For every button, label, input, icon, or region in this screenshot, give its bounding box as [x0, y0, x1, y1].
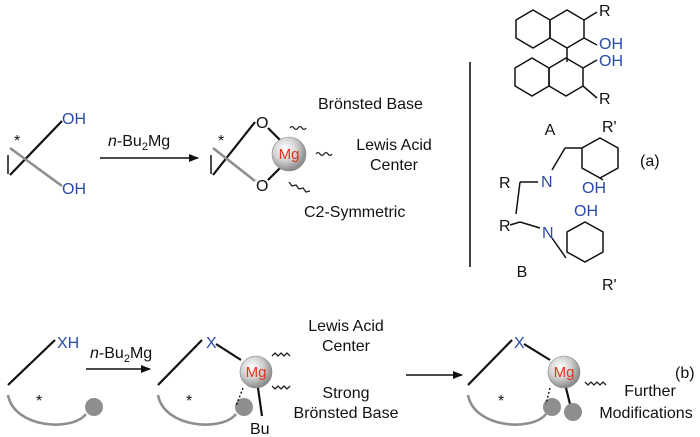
stereo-marker: * — [218, 133, 224, 150]
salen-ligand: R' N OH R R N OH R' B — [499, 119, 619, 294]
hydroxyl-lower: OH — [62, 181, 86, 198]
lewis-center-label: Center — [370, 157, 419, 174]
complex-annotations: Brönsted Base Lewis Acid Center C2-Symme… — [304, 96, 432, 221]
hydroxyl-upper: OH — [62, 111, 86, 128]
oxygen-lower: O — [256, 178, 268, 195]
reaction-arrow-top: n-Bu2Mg — [100, 133, 199, 162]
salen-r1: R — [499, 175, 511, 192]
bulky-group-sphere — [235, 398, 253, 416]
bronsted-base-label: Brönsted Base — [294, 405, 399, 422]
c2-symmetric-label: C2-Symmetric — [304, 204, 405, 221]
bulky-group-sphere — [543, 398, 561, 416]
salen-n-upper: N — [541, 174, 553, 191]
bronsted-base-label: Brönsted Base — [318, 96, 423, 113]
reaction-arrow-bottom-1: n-Bu2Mg — [86, 345, 152, 373]
reagent-label: n-Bu2Mg — [108, 133, 170, 153]
x-atom: X — [206, 335, 217, 352]
mg-sphere — [271, 136, 307, 172]
modifications-label: Modifications — [599, 405, 692, 422]
salen-oh-lower: OH — [574, 203, 598, 220]
further-modifications: Further Modifications — [599, 383, 692, 422]
salen-r-prime-lower: R' — [602, 277, 617, 294]
x-atom: X — [514, 335, 525, 352]
lewis-center-label: Center — [322, 338, 371, 355]
lewis-acid-label: Lewis Acid — [356, 137, 432, 154]
salen-oh-upper: OH — [582, 180, 606, 197]
metal-label: Mg — [554, 364, 575, 381]
magnesium-diolate-complex: * O O Mg — [210, 115, 333, 195]
bottom-annotations: Lewis Acid Center Strong Brönsted Base — [294, 318, 399, 422]
xh-group: XH — [57, 335, 79, 352]
panel-label-b: (b) — [675, 365, 695, 382]
butyl-group: Bu — [250, 421, 270, 437]
bulky-group-sphere-2 — [564, 403, 582, 421]
further-label: Further — [624, 383, 676, 400]
binol-oh-lower: OH — [599, 53, 623, 70]
binol-caption: A — [545, 122, 556, 139]
lewis-acid-label: Lewis Acid — [308, 318, 384, 335]
salen-caption: B — [517, 264, 528, 281]
stereo-marker: * — [186, 393, 192, 410]
stereo-marker: * — [14, 133, 20, 150]
magnesium-complex-2: * X Mg — [466, 335, 607, 426]
binol-r-lower: R — [599, 91, 611, 108]
binol-r-upper: R — [599, 3, 611, 20]
stereo-marker: * — [498, 393, 504, 410]
oxygen-upper: O — [256, 115, 268, 132]
reagent-label: n-Bu2Mg — [90, 345, 152, 365]
mg-sphere — [547, 355, 581, 389]
salen-r-prime-upper: R' — [602, 119, 617, 136]
stereo-marker: * — [36, 393, 42, 410]
mg-sphere — [239, 355, 273, 389]
strong-label: Strong — [322, 385, 369, 402]
binol-oh-upper: OH — [599, 36, 623, 53]
bulky-group-sphere — [85, 398, 103, 416]
metal-label: Mg — [279, 146, 300, 163]
diol-substrate: * OH OH — [7, 111, 86, 198]
panel-label-a: (a) — [640, 153, 660, 170]
binol-ligand: R OH OH R A — [514, 3, 623, 139]
magnesium-complex-1: * X Mg Bu — [156, 335, 291, 437]
salen-r2: R — [499, 218, 511, 235]
metal-label: Mg — [246, 364, 267, 381]
substrate-xh: * XH — [6, 335, 103, 426]
salen-n-lower: N — [542, 225, 554, 242]
